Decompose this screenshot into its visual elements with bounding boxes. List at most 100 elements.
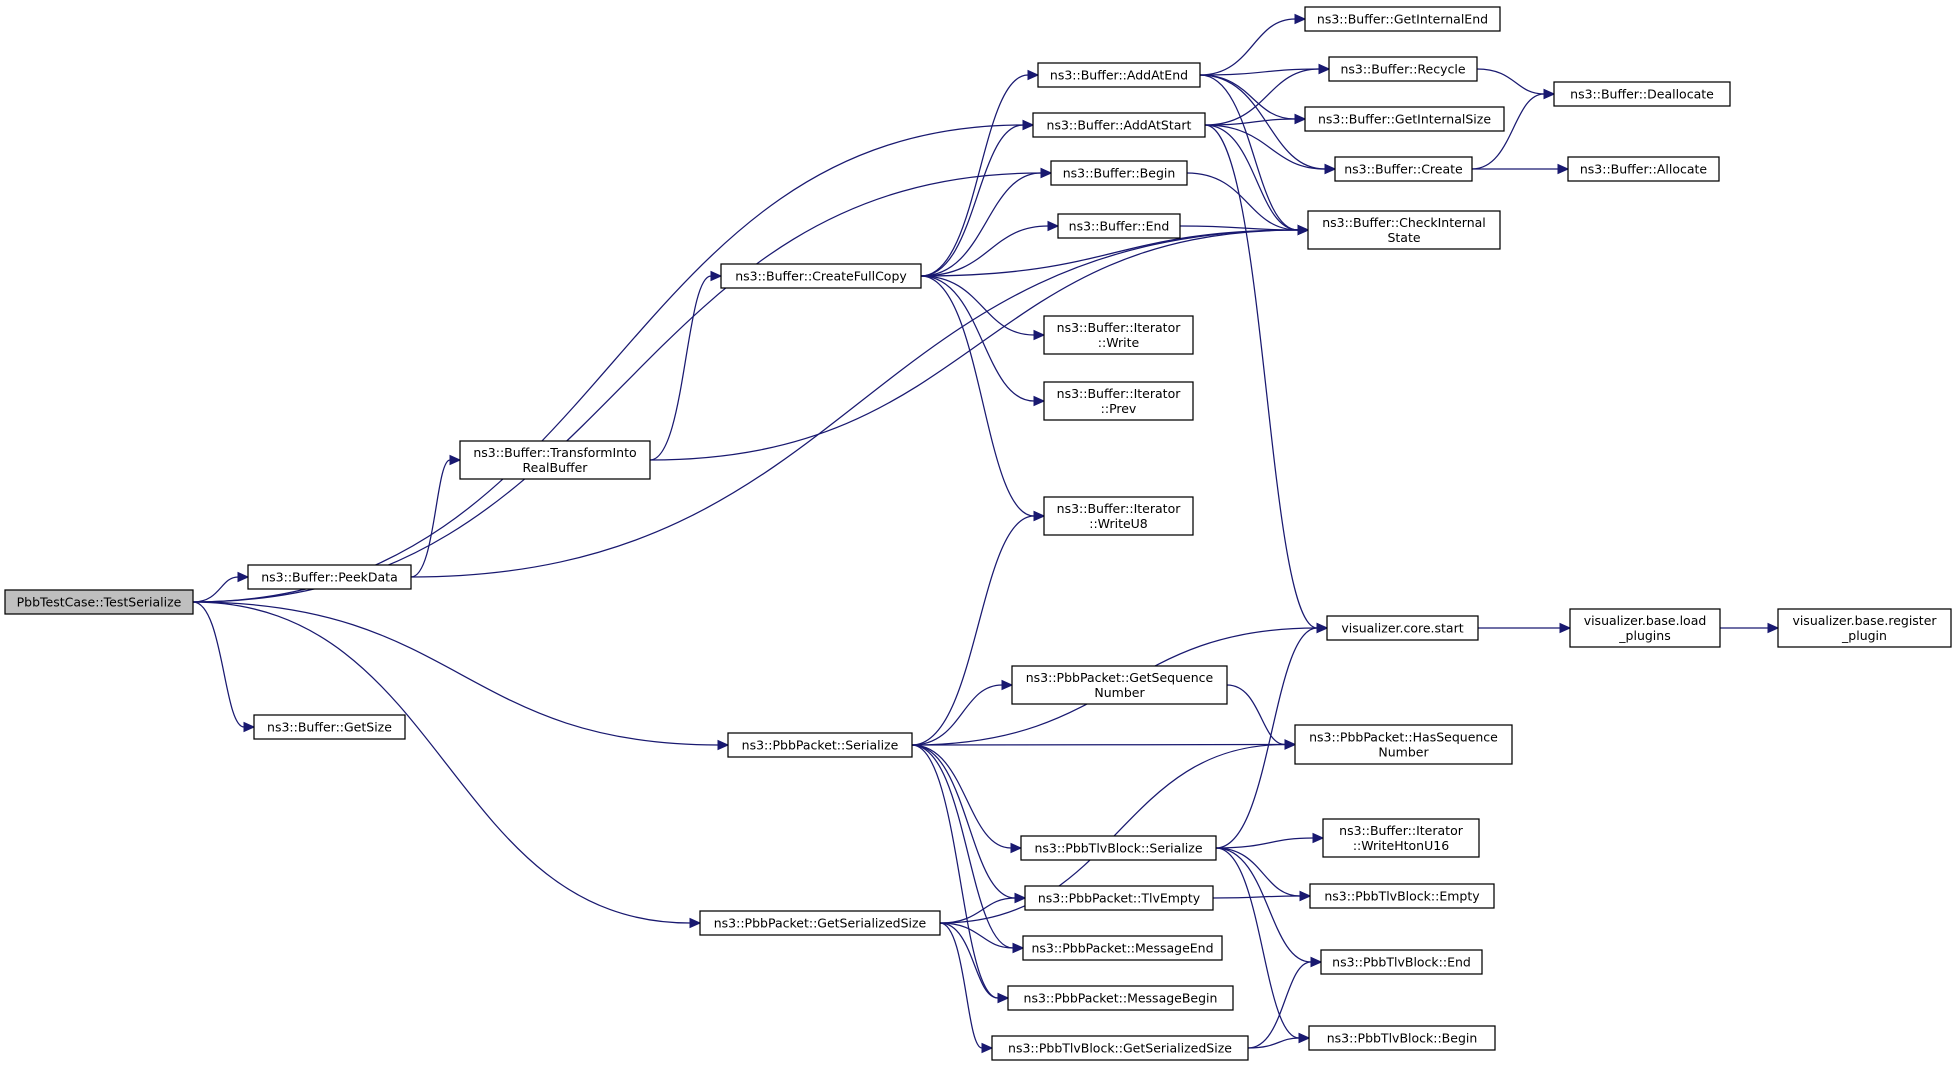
node-get-internal-end[interactable]: ns3::Buffer::GetInternalEnd [1304,6,1501,32]
node-get-size[interactable]: ns3::Buffer::GetSize [253,714,406,740]
edge-layer [192,13,1780,1054]
node-label: ns3::Buffer::Create [1344,162,1463,177]
node-box [1037,62,1201,88]
edge-arrowhead [1033,395,1046,407]
edge-arrowhead [1033,510,1046,522]
node-add-at-end[interactable]: ns3::Buffer::AddAtEnd [1037,62,1201,88]
edge-arrowhead [1033,329,1046,341]
node-viz-core-start[interactable]: visualizer.core.start [1326,615,1479,641]
node-label: _plugin [1841,628,1887,643]
node-box [1020,835,1217,861]
node-box [991,1035,1249,1061]
edge-tlv-get-serialized-size-to-tlv-end [1247,956,1323,1049]
node-tlv-empty[interactable]: ns3::PbbTlvBlock::Empty [1309,883,1495,909]
node-create[interactable]: ns3::Buffer::Create [1334,156,1473,182]
node-label: PbbTestCase::TestSerialize [17,595,182,610]
node-label: ns3::Buffer::End [1069,219,1170,234]
edge-root-to-begin [192,167,1053,603]
edge-tlv-serialize-to-tlv-begin [1215,847,1311,1044]
node-box [699,910,941,936]
edge-line [1247,1037,1300,1049]
edge-line [911,744,1014,949]
node-box [1304,106,1505,132]
node-label: ns3::PbbTlvBlock::End [1332,955,1471,970]
node-label: ns3::PbbPacket::HasSequence [1309,730,1498,745]
node-box [1553,81,1731,107]
edge-tlv-serialize-to-viz-core-start [1215,622,1329,849]
edge-create-full-copy-to-iter-write [920,275,1046,341]
node-viz-register-plugin[interactable]: visualizer.base.register_plugin [1777,608,1952,648]
node-iter-write[interactable]: ns3::Buffer::Iterator::Write [1043,315,1194,355]
edge-root-to-pkt-get-serialized-size [192,601,702,929]
node-recycle[interactable]: ns3::Buffer::Recycle [1328,56,1478,82]
node-label: ns3::Buffer::Deallocate [1570,87,1714,102]
node-label: ns3::Buffer::AddAtEnd [1050,68,1188,83]
node-iter-write-u8[interactable]: ns3::Buffer::Iterator::WriteU8 [1043,496,1194,536]
edge-arrowhead [1022,119,1035,131]
node-box [1328,56,1478,82]
edge-line [911,515,1035,746]
node-tlv-serialize[interactable]: ns3::PbbTlvBlock::Serialize [1020,835,1217,861]
node-pkt-message-end[interactable]: ns3::PbbPacket::MessageEnd [1022,935,1223,961]
node-box [1057,213,1181,239]
node-get-internal-size[interactable]: ns3::Buffer::GetInternalSize [1304,106,1505,132]
edge-tlv-serialize-to-tlv-end [1215,847,1323,968]
node-label: _plugins [1618,628,1670,643]
node-iter-prev[interactable]: ns3::Buffer::Iterator::Prev [1043,381,1194,421]
edge-line [649,275,712,461]
node-label: ns3::PbbTlvBlock::Empty [1324,889,1480,904]
edge-line [920,172,1042,277]
edge-arrowhead [1318,63,1331,75]
node-add-at-start[interactable]: ns3::Buffer::AddAtStart [1032,112,1206,138]
node-label: ::WriteU8 [1089,516,1148,531]
node-end[interactable]: ns3::Buffer::End [1057,213,1181,239]
node-tlv-begin[interactable]: ns3::PbbTlvBlock::Begin [1308,1025,1496,1051]
node-box [1024,885,1214,911]
node-pkt-tlv-empty[interactable]: ns3::PbbPacket::TlvEmpty [1024,885,1214,911]
node-layer: PbbTestCase::TestSerialize ns3::Buffer::A… [4,6,1952,1061]
edge-pkt-get-serialized-size-to-pkt-tlv-empty [939,892,1027,924]
node-label: ns3::Buffer::Iterator [1339,823,1464,838]
node-label: ns3::Buffer::TransformInto [473,445,636,460]
node-label: ::Write [1098,335,1140,350]
edge-line [920,275,1035,402]
node-pkt-message-begin[interactable]: ns3::PbbPacket::MessageBegin [1007,985,1234,1011]
node-peek-data[interactable]: ns3::Buffer::PeekData [247,564,412,590]
node-label: ns3::PbbPacket::GetSerializedSize [714,916,927,931]
node-deallocate[interactable]: ns3::Buffer::Deallocate [1553,81,1731,107]
edge-add-at-start-to-create [1204,124,1337,175]
node-iter-write-hton-u16[interactable]: ns3::Buffer::Iterator::WriteHtonU16 [1322,818,1480,858]
node-label: RealBuffer [523,460,589,475]
node-allocate[interactable]: ns3::Buffer::Allocate [1567,156,1720,182]
edge-arrowhead [237,571,250,583]
edge-arrowhead [243,721,256,733]
edge-arrowhead [1767,622,1780,634]
edge-arrowhead [1299,890,1312,902]
node-create-full-copy[interactable]: ns3::Buffer::CreateFullCopy [720,263,922,289]
node-tlv-end[interactable]: ns3::PbbTlvBlock::End [1320,949,1483,975]
edge-pkt-get-serialized-size-to-tlv-get-serialized-size [939,922,994,1054]
node-tlv-get-serialized-size[interactable]: ns3::PbbTlvBlock::GetSerializedSize [991,1035,1249,1061]
node-box [1043,496,1194,536]
edge-line [1204,68,1320,126]
node-label: visualizer.base.load [1584,613,1707,628]
edge-create-full-copy-to-add-at-end [920,69,1040,277]
edge-create-full-copy-to-begin [920,167,1053,277]
node-pkt-serialize[interactable]: ns3::PbbPacket::Serialize [727,732,913,758]
edge-line [1204,124,1318,629]
node-viz-load-plugins[interactable]: visualizer.base.load_plugins [1569,608,1721,648]
node-root[interactable]: PbbTestCase::TestSerialize [4,589,194,615]
node-box [459,440,651,480]
edge-line [1199,74,1326,170]
edge-line [192,124,1024,603]
edge-line [192,576,239,603]
edge-create-full-copy-to-iter-prev [920,275,1046,407]
node-pkt-get-serialized-size[interactable]: ns3::PbbPacket::GetSerializedSize [699,910,941,936]
edge-line [911,744,999,999]
node-begin[interactable]: ns3::Buffer::Begin [1050,160,1188,186]
edge-pkt-serialize-to-tlv-serialize [911,744,1023,854]
